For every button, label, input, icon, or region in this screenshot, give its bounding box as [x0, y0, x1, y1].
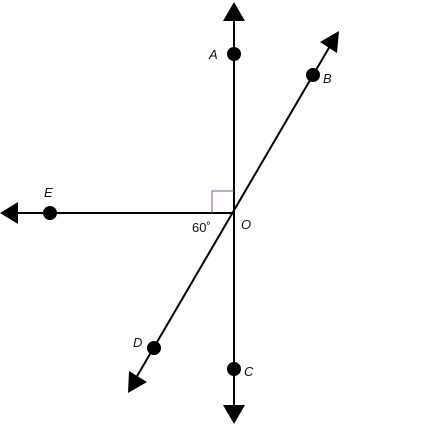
arrowhead-up [223, 2, 245, 21]
label-a: A [208, 47, 218, 62]
arrowhead-down [223, 405, 245, 424]
angle-label: 60˚ [192, 220, 211, 235]
point-e [43, 206, 57, 220]
label-o: O [241, 217, 251, 232]
label-b: B [323, 71, 332, 86]
point-a [227, 47, 241, 61]
point-d [147, 341, 161, 355]
arrowhead-lower-left [128, 371, 147, 393]
label-e: E [44, 185, 53, 200]
arrowhead-left [0, 202, 18, 224]
line-db [135, 45, 331, 379]
arrowhead-upper-right [320, 31, 339, 53]
label-d: D [133, 335, 142, 350]
point-b [306, 68, 320, 82]
label-c: C [244, 364, 254, 379]
point-c [227, 362, 241, 376]
right-angle-mark [211, 190, 234, 213]
